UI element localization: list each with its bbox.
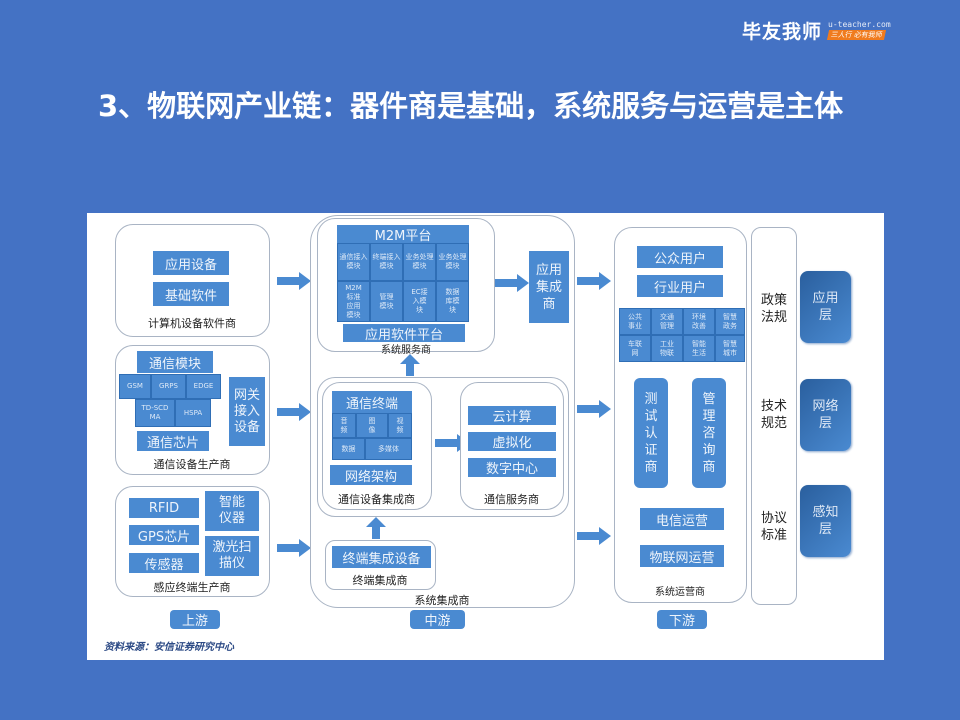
upstream-tag: 上游 — [170, 610, 220, 629]
app-cell: 环境改善 — [683, 308, 715, 335]
comm-device-integrator-label: 通信设备集成商 — [338, 493, 415, 506]
comm-module-box: 通信模块 — [137, 351, 213, 373]
m2m-cell: 业务处理模块 — [403, 243, 436, 281]
terminal-cell: 数据 — [332, 438, 365, 460]
midstream-tag: 中游 — [410, 610, 465, 629]
sensing-vendor-label: 感应终端生产商 — [153, 581, 231, 594]
gps-chip-box: GPS芯片 — [129, 525, 199, 545]
arrow-right-icon — [495, 274, 529, 292]
industry-user-box: 行业用户 — [637, 275, 723, 297]
standards-column: 政策法规 技术规范 协议标准 — [751, 227, 797, 605]
consulting-box: 管理咨询商 — [692, 378, 726, 488]
m2m-platform-box: M2M平台 — [337, 225, 469, 244]
system-integrator-label: 系统集成商 — [414, 594, 470, 607]
comm-device-vendor-label: 通信设备生产商 — [153, 458, 231, 471]
m2m-cell: 数据库模块 — [436, 281, 469, 322]
computer-vendor-group: 应用设备 基础软件 计算机设备软件商 — [115, 224, 270, 337]
slide-title: 3、物联网产业链：器件商是基础，系统服务与运营是主体 — [98, 89, 844, 123]
brand-url: u-teacher.com — [828, 20, 891, 29]
downstream-tag: 下游 — [657, 610, 707, 629]
laser-scanner-box: 激光扫描仪 — [205, 536, 259, 576]
telecom-ops-box: 电信运营 — [640, 508, 724, 530]
public-user-box: 公众用户 — [637, 246, 723, 268]
app-cell: 车联网 — [619, 335, 651, 362]
app-device-box: 应用设备 — [153, 251, 229, 275]
arrow-right-icon — [277, 272, 311, 290]
system-operator-label: 系统运营商 — [655, 587, 705, 598]
iot-industry-chain-diagram: 应用设备 基础软件 计算机设备软件商 通信模块 GSM GRPS EDGE TD… — [87, 213, 884, 660]
rfid-box: RFID — [129, 498, 199, 518]
tech-spec-label: 技术规范 — [760, 399, 787, 431]
comm-device-integrator-group: 通信终端 音频 图像 视频 数据 多媒体 网络架构 通信设备集成商 — [322, 382, 432, 510]
arrow-right-icon — [577, 400, 611, 418]
m2m-cell: M2M标准应用模块 — [337, 281, 370, 322]
app-cell: 交通管理 — [651, 308, 683, 335]
arrow-right-icon — [577, 527, 611, 545]
app-integrator-box: 应用集成商 — [529, 251, 569, 323]
terminal-cell: 图像 — [356, 413, 388, 438]
terminal-integration-device-box: 终端集成设备 — [332, 546, 431, 568]
arrow-right-icon — [277, 403, 311, 421]
gateway-device-box: 网关接入设备 — [229, 377, 265, 446]
system-service-label: 系统服务商 — [381, 345, 431, 356]
computer-vendor-label: 计算机设备软件商 — [148, 317, 236, 330]
m2m-cell: 管理模块 — [370, 281, 403, 322]
virtualization-box: 虚拟化 — [468, 432, 556, 451]
app-cell: 智能生活 — [683, 335, 715, 362]
cloud-computing-box: 云计算 — [468, 406, 556, 425]
module-gsm: GSM — [119, 374, 151, 399]
app-cell: 智慧政务 — [715, 308, 745, 335]
policy-regulation-label: 政策法规 — [760, 293, 787, 325]
network-architecture-box: 网络架构 — [330, 465, 412, 485]
m2m-cell: EC接入模块 — [403, 281, 436, 322]
m2m-cell: 通信接入模块 — [337, 243, 370, 281]
arrow-right-icon — [577, 272, 611, 290]
terminal-cell: 视频 — [388, 413, 412, 438]
app-software-platform-box: 应用软件平台 — [343, 324, 465, 343]
test-cert-box: 测试认证商 — [634, 378, 668, 488]
arrow-up-icon — [400, 354, 420, 376]
m2m-cell: 终端接入模块 — [370, 243, 403, 281]
sensor-box: 传感器 — [129, 553, 199, 573]
terminal-cell: 音频 — [332, 413, 356, 438]
iot-ops-box: 物联网运营 — [640, 545, 724, 567]
arrow-up-icon — [366, 517, 386, 539]
protocol-standard-label: 协议标准 — [760, 511, 787, 543]
app-cell: 公共事业 — [619, 308, 651, 335]
module-hspa: HSPA — [175, 399, 211, 427]
comm-service-group: 云计算 虚拟化 数字中心 通信服务商 — [460, 382, 564, 510]
comm-service-label: 通信服务商 — [484, 493, 539, 506]
smart-instrument-box: 智能仪器 — [205, 491, 259, 531]
arrow-right-icon — [277, 539, 311, 557]
module-edge: EDGE — [186, 374, 221, 399]
module-td-scdma: TD-SCDMA — [135, 399, 175, 427]
system-operator-group: 公众用户 行业用户 公共事业 交通管理 环境改善 智慧政务 车联网 工业物联 智… — [614, 227, 747, 603]
network-layer-box: 网络层 — [800, 379, 851, 451]
app-cell: 工业物联 — [651, 335, 683, 362]
terminal-cell: 多媒体 — [365, 438, 412, 460]
terminal-integrator-group: 终端集成设备 终端集成商 — [325, 540, 436, 590]
terminal-integrator-label: 终端集成商 — [352, 574, 408, 587]
module-grps: GRPS — [151, 374, 186, 399]
m2m-cell: 业务处理模块 — [436, 243, 469, 281]
app-cell: 智慧城市 — [715, 335, 745, 362]
comm-terminal-box: 通信终端 — [332, 391, 412, 413]
base-software-box: 基础软件 — [153, 282, 229, 306]
system-service-group: M2M平台 通信接入模块 终端接入模块 业务处理模块 业务处理模块 M2M标准应… — [317, 218, 495, 356]
data-center-box: 数字中心 — [468, 458, 556, 477]
comm-chip-box: 通信芯片 — [137, 431, 209, 451]
perception-layer-box: 感知层 — [800, 485, 851, 557]
application-layer-box: 应用层 — [800, 271, 851, 343]
source-note: 资料来源：安信证券研究中心 — [104, 642, 234, 653]
sensing-vendor-group: RFID GPS芯片 传感器 智能仪器 激光扫描仪 感应终端生产商 — [115, 486, 270, 597]
comm-device-vendor-group: 通信模块 GSM GRPS EDGE TD-SCDMA HSPA 通信芯片 网关… — [115, 345, 270, 475]
brand-slogan: 三人行 必有我师 — [826, 30, 887, 40]
brand-logo: 毕友我师 u-teacher.com 三人行 必有我师 — [742, 15, 891, 45]
brand-name: 毕友我师 — [742, 20, 823, 43]
